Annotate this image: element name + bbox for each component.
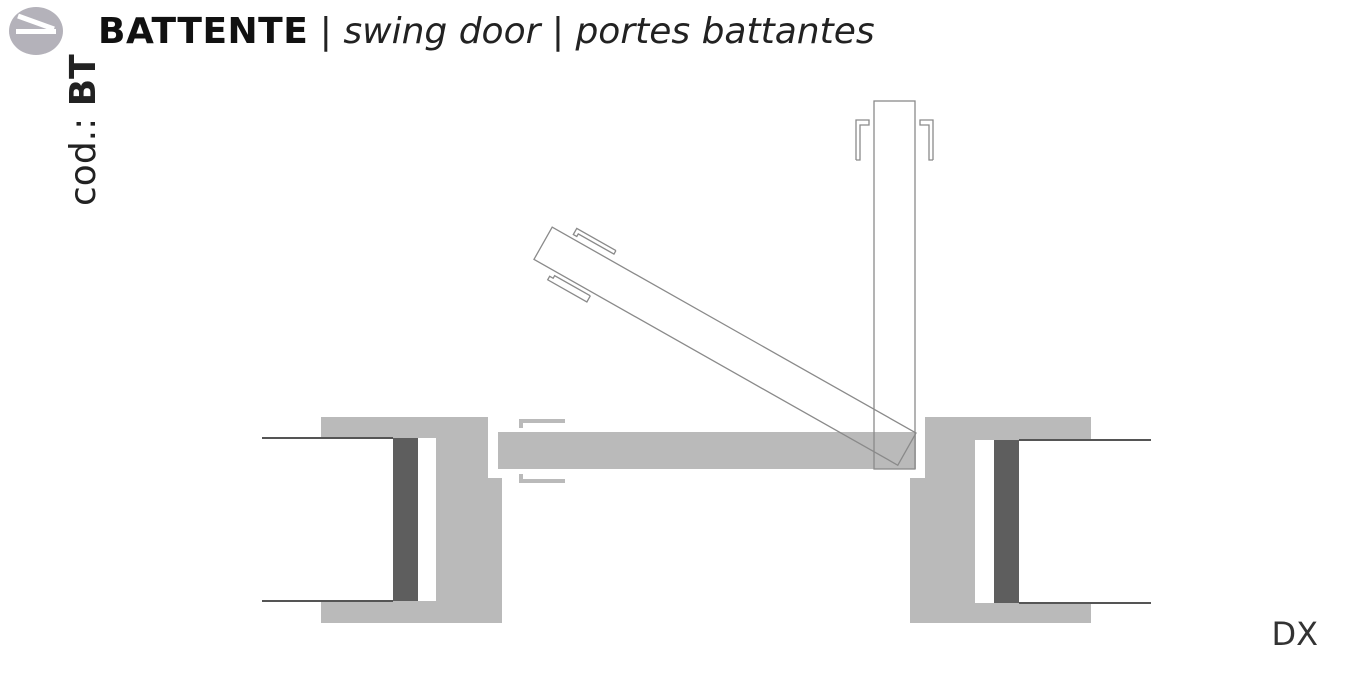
right-frame [910, 417, 1151, 623]
title-main: BATTENTE [98, 11, 309, 52]
door-leaf-closed [498, 432, 916, 469]
right-frame-stop [994, 440, 1019, 603]
door-clip-bottom [519, 474, 565, 483]
door-fully-open [855, 100, 934, 470]
left-frame-stop [393, 438, 418, 601]
door-open-clip-left [855, 119, 870, 161]
page-title: BATTENTE | swing door | portes battantes [98, 10, 875, 54]
title-english: swing door [343, 11, 541, 52]
title-french: portes battantes [575, 11, 875, 52]
left-frame-jamb [321, 417, 502, 623]
right-frame-jamb [910, 417, 1091, 623]
door-clip-top [519, 419, 565, 428]
door-half-open-clip-bottom [546, 274, 591, 303]
door-leaf-half-open [533, 226, 917, 467]
side-label: DX [1271, 615, 1318, 653]
door-closed [498, 419, 916, 483]
left-frame [262, 417, 502, 623]
door-half-open [533, 226, 917, 467]
swing-door-logo-icon [9, 7, 63, 55]
door-leaf-fully-open [873, 100, 916, 470]
title-separator: | [551, 11, 564, 52]
title-separator: | [319, 11, 332, 52]
door-half-open-clip-top [572, 227, 617, 255]
door-open-clip-right [919, 119, 934, 161]
